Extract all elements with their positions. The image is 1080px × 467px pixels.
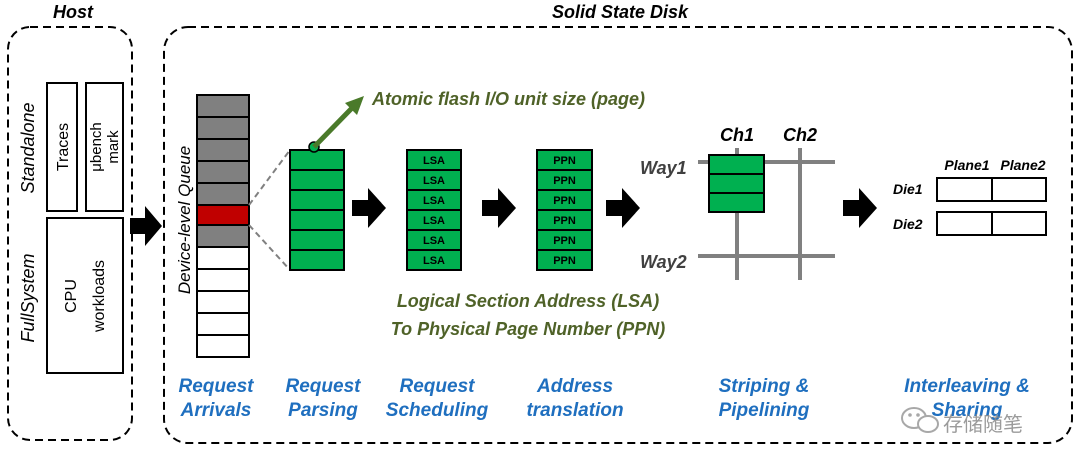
queue-slot-empty [196, 246, 250, 270]
fullsystem-label: FullSystem [18, 253, 38, 342]
ssd-title: Solid State Disk [552, 2, 689, 22]
stage-label-line2: Pipelining [719, 400, 810, 421]
plane-label: Plane2 [1000, 157, 1045, 173]
die-plane-grid: Plane1 Plane2 Die1 Die2 [893, 157, 1047, 236]
cpu-label-line2: workloads [91, 260, 108, 333]
lsa-cell-label: LSA [423, 255, 445, 267]
ppn-cell-label: PPN [553, 255, 576, 267]
queue-slot [196, 224, 250, 248]
stage-label-line2: Sharing [932, 400, 1003, 421]
queue-slot [196, 94, 250, 118]
striped-page [708, 173, 765, 194]
page-stack [289, 149, 345, 271]
pointer-arrowhead [345, 96, 364, 115]
lsa-cell-label: LSA [423, 155, 445, 167]
ubench-label-line2: mark [105, 130, 122, 164]
page-cell [289, 189, 345, 211]
lsa-cell-label: LSA [423, 195, 445, 207]
ppn-stack: PPN PPN PPN PPN PPN PPN [536, 149, 593, 271]
plane-label: Plane1 [944, 157, 989, 173]
stage-label-line1: Interleaving & [904, 376, 1030, 397]
ssd-box [163, 26, 1073, 444]
host-title: Host [53, 2, 94, 22]
queue-label: Device-level Queue [175, 146, 194, 294]
striped-page [708, 192, 765, 213]
ppn-cell-label: PPN [553, 215, 576, 227]
page-cell [289, 249, 345, 271]
standalone-label: Standalone [18, 102, 38, 193]
die-label: Die1 [893, 181, 923, 197]
ppn-cell [536, 249, 593, 271]
ppn-cell-label: PPN [553, 235, 576, 247]
stage-label-line2: Scheduling [386, 400, 489, 421]
channel-way-grid: Ch1 Ch2 Way1 Way2 [640, 125, 835, 280]
mapping-label-line2: To Physical Page Number (PPN) [391, 319, 665, 339]
pointer-line [312, 106, 354, 149]
striped-page [708, 154, 765, 175]
lsa-cell-label: LSA [423, 175, 445, 187]
stage-label-line2: Parsing [288, 400, 358, 421]
lsa-cell-label: LSA [423, 215, 445, 227]
queue-slot-empty [196, 334, 250, 358]
ppn-cell-label: PPN [553, 195, 576, 207]
arrow-schedule-to-translate [482, 188, 516, 228]
way-label: Way2 [640, 252, 687, 272]
ubench-label-line1: μbench [88, 122, 105, 172]
stage-labels: Request Arrivals Request Parsing Request… [179, 376, 1030, 421]
wechat-icon [901, 407, 939, 433]
cpu-label-line1: CPU [63, 279, 80, 313]
stage-label-line1: Address [536, 376, 613, 397]
channel-label: Ch2 [783, 125, 817, 145]
stage-label-line1: Striping & [719, 376, 810, 397]
queue-slot [196, 116, 250, 140]
way-label: Way1 [640, 158, 687, 178]
watermark-text: 存储随笔 [943, 412, 1023, 436]
page-cell [289, 229, 345, 251]
watermark: 存储随笔 [901, 407, 1023, 436]
queue-slot [196, 160, 250, 184]
lsa-stack: LSA LSA LSA LSA LSA LSA [406, 149, 462, 271]
expand-line-bottom [248, 224, 291, 271]
host-box [7, 26, 133, 441]
channel-label: Ch1 [720, 125, 754, 145]
host-to-ssd-arrow [130, 206, 162, 246]
stage-label-line2: translation [526, 400, 623, 421]
queue-slot-active [196, 204, 250, 226]
stage-label-line2: Arrivals [180, 400, 252, 421]
arrow-parse-to-schedule [352, 188, 386, 228]
expand-line-top [248, 149, 291, 206]
stage-label-line1: Request [179, 376, 255, 397]
queue-slot [196, 182, 250, 206]
page-cell [289, 149, 345, 171]
ppn-cell-label: PPN [553, 175, 576, 187]
queue-slot-empty [196, 312, 250, 336]
page-cell [289, 169, 345, 191]
lsa-cell-label: LSA [423, 235, 445, 247]
traces-box [46, 82, 78, 212]
queue-slot [196, 138, 250, 162]
lsa-cell [406, 249, 462, 271]
queue-slot-empty [196, 290, 250, 314]
traces-label: Traces [55, 123, 72, 171]
ubench-box [85, 82, 124, 212]
stage-label-line1: Request [400, 376, 476, 397]
mapping-label-line1: Logical Section Address (LSA) [397, 291, 659, 311]
device-queue [196, 94, 250, 358]
queue-slot-empty [196, 268, 250, 292]
cpu-box [46, 217, 124, 374]
arrow-translate-to-stripe [606, 188, 640, 228]
die-label: Die2 [893, 216, 923, 232]
atomic-label: Atomic flash I/O unit size (page) [371, 89, 645, 109]
ppn-cell-label: PPN [553, 155, 576, 167]
arrow-stripe-to-interleave [843, 188, 877, 228]
page-cell [289, 209, 345, 231]
stage-label-line1: Request [286, 376, 362, 397]
